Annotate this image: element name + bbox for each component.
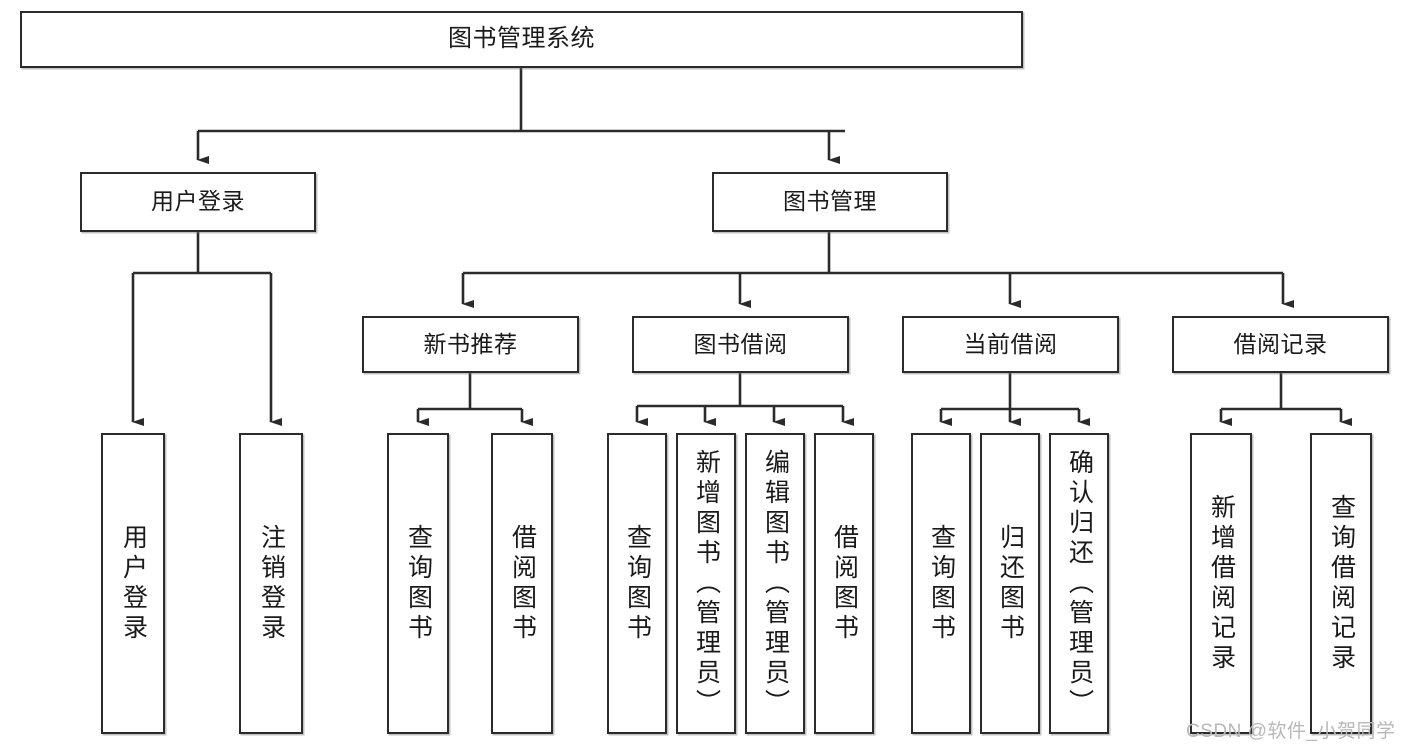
node-new-book-recommend[interactable]: 新书推荐: [362, 316, 579, 373]
leaf-record-query-label: 查询借阅记录: [1327, 493, 1356, 674]
leaf-user-logout[interactable]: 注销登录: [239, 433, 303, 734]
leaf-recommend-query-book[interactable]: 查询图书: [387, 433, 449, 734]
watermark-text: CSDN @软件_小贺同学: [1186, 721, 1396, 742]
node-book-management[interactable]: 图书管理: [712, 172, 948, 232]
leaf-user-login-label: 用户登录: [119, 523, 148, 644]
leaf-record-add-label: 新增借阅记录: [1207, 493, 1236, 674]
leaf-record-add[interactable]: 新增借阅记录: [1190, 433, 1252, 734]
leaf-user-login[interactable]: 用户登录: [101, 433, 165, 734]
leaf-borrow-edit-book[interactable]: 编辑图书（管理员）: [745, 433, 805, 734]
leaf-borrow-add-book[interactable]: 新增图书（管理员）: [676, 433, 736, 734]
node-current-borrow[interactable]: 当前借阅: [902, 316, 1119, 373]
leaf-recommend-borrow-book[interactable]: 借阅图书: [491, 433, 553, 734]
leaf-current-query-book-label: 查询图书: [927, 523, 956, 644]
leaf-current-query-book[interactable]: 查询图书: [911, 433, 971, 734]
leaf-borrow-query-book[interactable]: 查询图书: [607, 433, 667, 734]
leaf-user-logout-label: 注销登录: [257, 523, 286, 644]
leaf-current-return-book[interactable]: 归还图书: [980, 433, 1040, 734]
leaf-borrow-edit-book-label: 编辑图书（管理员）: [761, 448, 790, 719]
node-user-login-label: 用户登录: [151, 188, 245, 215]
leaf-borrow-lend-book-label: 借阅图书: [830, 523, 859, 644]
leaf-record-query[interactable]: 查询借阅记录: [1310, 433, 1372, 734]
leaf-current-return-book-label: 归还图书: [996, 523, 1025, 644]
node-user-login[interactable]: 用户登录: [80, 172, 316, 232]
leaf-recommend-borrow-book-label: 借阅图书: [508, 523, 537, 644]
node-current-borrow-label: 当前借阅: [963, 330, 1058, 357]
node-book-borrow-label: 图书借阅: [693, 330, 788, 357]
node-borrow-record-label: 借阅记录: [1233, 330, 1328, 357]
leaf-borrow-add-book-label: 新增图书（管理员）: [692, 448, 721, 719]
leaf-borrow-query-book-label: 查询图书: [623, 523, 652, 644]
node-new-book-recommend-label: 新书推荐: [423, 330, 518, 357]
node-root-label: 图书管理系统: [448, 25, 595, 53]
leaf-current-confirm-return-label: 确认归还（管理员）: [1065, 448, 1094, 719]
node-root[interactable]: 图书管理系统: [20, 11, 1023, 68]
leaf-current-confirm-return[interactable]: 确认归还（管理员）: [1049, 433, 1109, 734]
leaf-recommend-query-book-label: 查询图书: [404, 523, 433, 644]
leaf-borrow-lend-book[interactable]: 借阅图书: [814, 433, 874, 734]
node-borrow-record[interactable]: 借阅记录: [1172, 316, 1389, 373]
node-book-borrow[interactable]: 图书借阅: [632, 316, 849, 373]
node-book-management-label: 图书管理: [783, 188, 877, 215]
